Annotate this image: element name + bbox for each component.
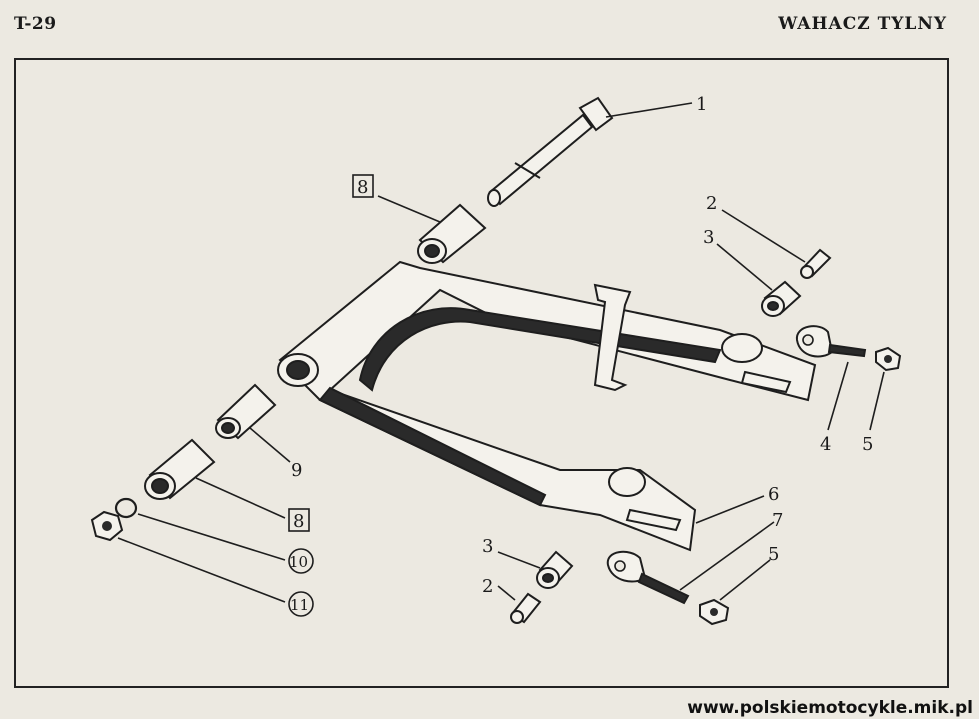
- part-nut-upper: [875, 346, 902, 372]
- callout-2-lower: 2: [482, 576, 493, 597]
- callout-2-upper: 2: [706, 193, 717, 214]
- callout-11: 11: [288, 591, 314, 617]
- part-castle-nut: [90, 510, 124, 542]
- svg-text:11: 11: [290, 596, 309, 614]
- part-bushing-lower: [144, 438, 216, 500]
- svg-text:7: 7: [772, 510, 783, 531]
- callout-3-lower: 3: [482, 536, 493, 557]
- callout-6: 6: [768, 484, 779, 505]
- svg-text:8: 8: [357, 177, 368, 198]
- part-pin-upper: [800, 248, 832, 279]
- svg-text:8: 8: [293, 511, 304, 532]
- part-bushing-upper: [417, 203, 487, 264]
- callout-5-lower: 5: [768, 544, 779, 565]
- callout-7: 7: [772, 510, 783, 531]
- part-circlip: [114, 497, 138, 519]
- website-watermark: www.polskiemotocykle.mik.pl: [687, 698, 973, 718]
- part-bushing-inner: [215, 383, 277, 440]
- part-sleeve-upper: [761, 280, 802, 317]
- page-code: T-29: [14, 14, 57, 34]
- svg-text:10: 10: [289, 553, 308, 571]
- part-sleeve-lower: [536, 550, 574, 589]
- svg-text:5: 5: [768, 544, 779, 565]
- callout-5-upper: 5: [862, 434, 873, 455]
- callout-10: 10: [288, 548, 314, 574]
- part-bolt: [487, 96, 614, 207]
- part-pin-lower: [510, 592, 542, 624]
- part-adjuster-upper: [795, 325, 867, 358]
- leader-lines: [117, 102, 885, 603]
- svg-text:4: 4: [820, 434, 831, 455]
- part-nut-lower: [699, 598, 730, 626]
- svg-text:3: 3: [703, 227, 714, 248]
- svg-text:2: 2: [482, 576, 493, 597]
- page-title: WAHACZ TYLNY: [778, 14, 947, 34]
- callout-4: 4: [820, 434, 831, 455]
- svg-text:6: 6: [768, 484, 779, 505]
- callout-9: 9: [291, 460, 302, 481]
- svg-text:3: 3: [482, 536, 493, 557]
- swing-arm-frame: [277, 260, 817, 552]
- diagram-frame: [14, 58, 949, 688]
- callout-8-lower: 8: [288, 508, 310, 532]
- callout-8-upper: 8: [352, 174, 374, 198]
- svg-text:9: 9: [291, 460, 302, 481]
- svg-text:5: 5: [862, 434, 873, 455]
- callout-1: 1: [696, 94, 707, 115]
- callout-3-upper: 3: [703, 227, 714, 248]
- part-adjuster-lower: [606, 550, 690, 605]
- svg-text:2: 2: [706, 193, 717, 214]
- svg-text:1: 1: [696, 94, 707, 115]
